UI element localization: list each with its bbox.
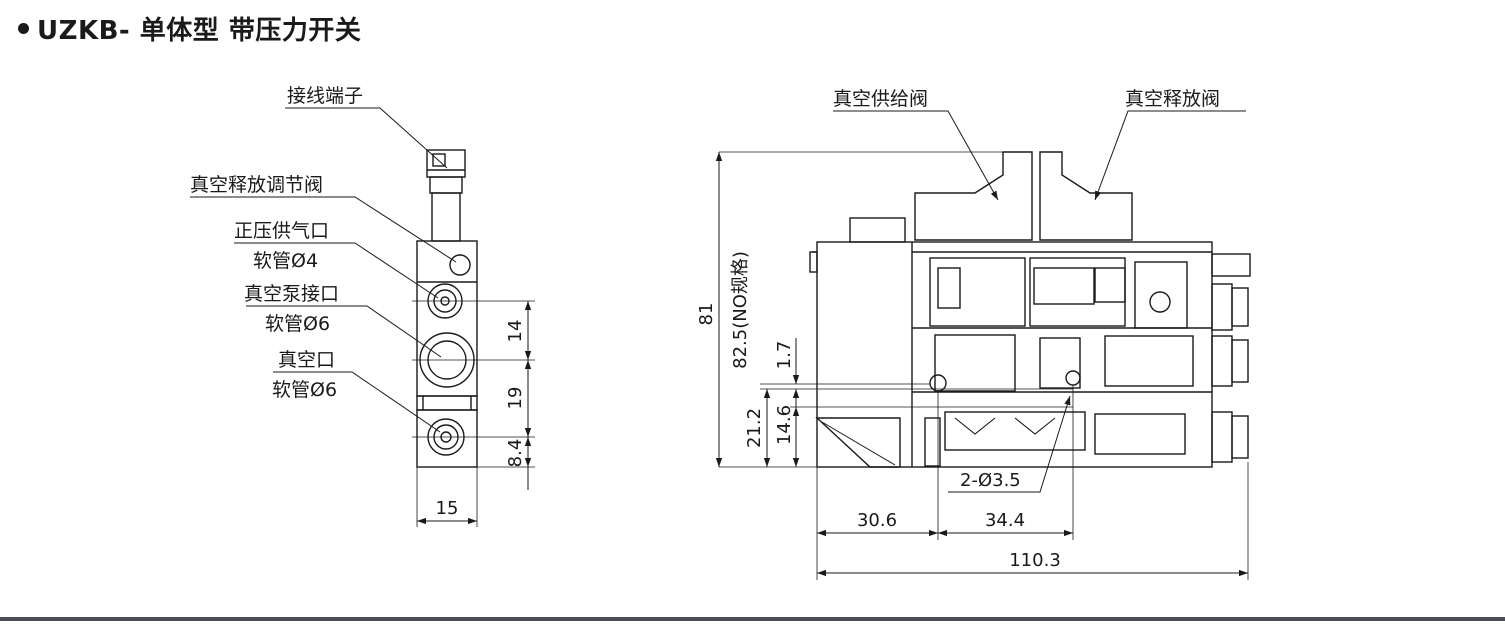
switch-fitting [1211, 253, 1251, 277]
leader-holes [948, 395, 1071, 493]
leader-vacuum-port [273, 371, 441, 433]
terminal-slot [432, 153, 446, 167]
leader-terminal [285, 107, 448, 169]
dim-21-2: 21.2 [744, 408, 765, 448]
leader-release-adjust [190, 196, 457, 263]
dim-14: 14 [505, 320, 526, 343]
dim-81: 81 [696, 303, 717, 326]
dim-110-3: 110.3 [1009, 550, 1061, 571]
dim-8-4: 8.4 [505, 439, 526, 468]
label-vacuum-port-hose: 软管Ø6 [272, 379, 337, 401]
label-pump-port: 真空泵接口 [244, 283, 339, 305]
footer-divider [0, 617, 1505, 621]
supply-valve-head [914, 151, 1033, 241]
label-supply-valve: 真空供给阀 [833, 88, 928, 110]
label-terminal: 接线端子 [287, 85, 363, 107]
label-vacuum-port: 真空口 [278, 349, 335, 371]
fitting-lower [1231, 415, 1249, 459]
release-valve-head [1039, 151, 1133, 241]
leader-supply-valve [833, 110, 999, 201]
left-lower-body [416, 409, 478, 468]
dim-30-6: 30.6 [857, 510, 897, 531]
mounting-hole-right [1065, 370, 1081, 386]
label-release-adjust: 真空释放调节阀 [190, 174, 323, 196]
bullet-icon [18, 23, 29, 34]
dim-14-6: 14.6 [774, 405, 795, 445]
release-adjust-knob [449, 254, 471, 276]
dim-34-4: 34.4 [985, 510, 1025, 531]
leader-release-valve [1094, 110, 1246, 201]
leader-pump-port [246, 305, 442, 358]
fitting-middle [1231, 339, 1249, 383]
label-positive-supply: 正压供气口 [234, 220, 329, 242]
dim-19: 19 [505, 387, 526, 410]
label-holes: 2-Ø3.5 [960, 470, 1021, 491]
leader-positive-supply [234, 242, 439, 299]
dim-15: 15 [436, 498, 459, 519]
page-title: UZKB- 单体型 带压力开关 [18, 10, 361, 47]
label-pump-port-hose: 软管Ø6 [265, 313, 330, 335]
dim-82-5: 82.5(NO规格) [730, 251, 751, 369]
title-text: UZKB- 单体型 带压力开关 [37, 16, 362, 46]
left-side-view [190, 107, 535, 527]
fitting-upper [1231, 287, 1249, 327]
dim-1-7: 1.7 [774, 341, 795, 370]
switch-body [431, 192, 461, 242]
right-front-view [715, 110, 1251, 580]
ejector-unit [944, 411, 1086, 451]
label-release-valve: 真空释放阀 [1125, 88, 1220, 110]
label-positive-supply-hose: 软管Ø4 [253, 250, 318, 272]
pressure-switch-cap [849, 217, 906, 243]
